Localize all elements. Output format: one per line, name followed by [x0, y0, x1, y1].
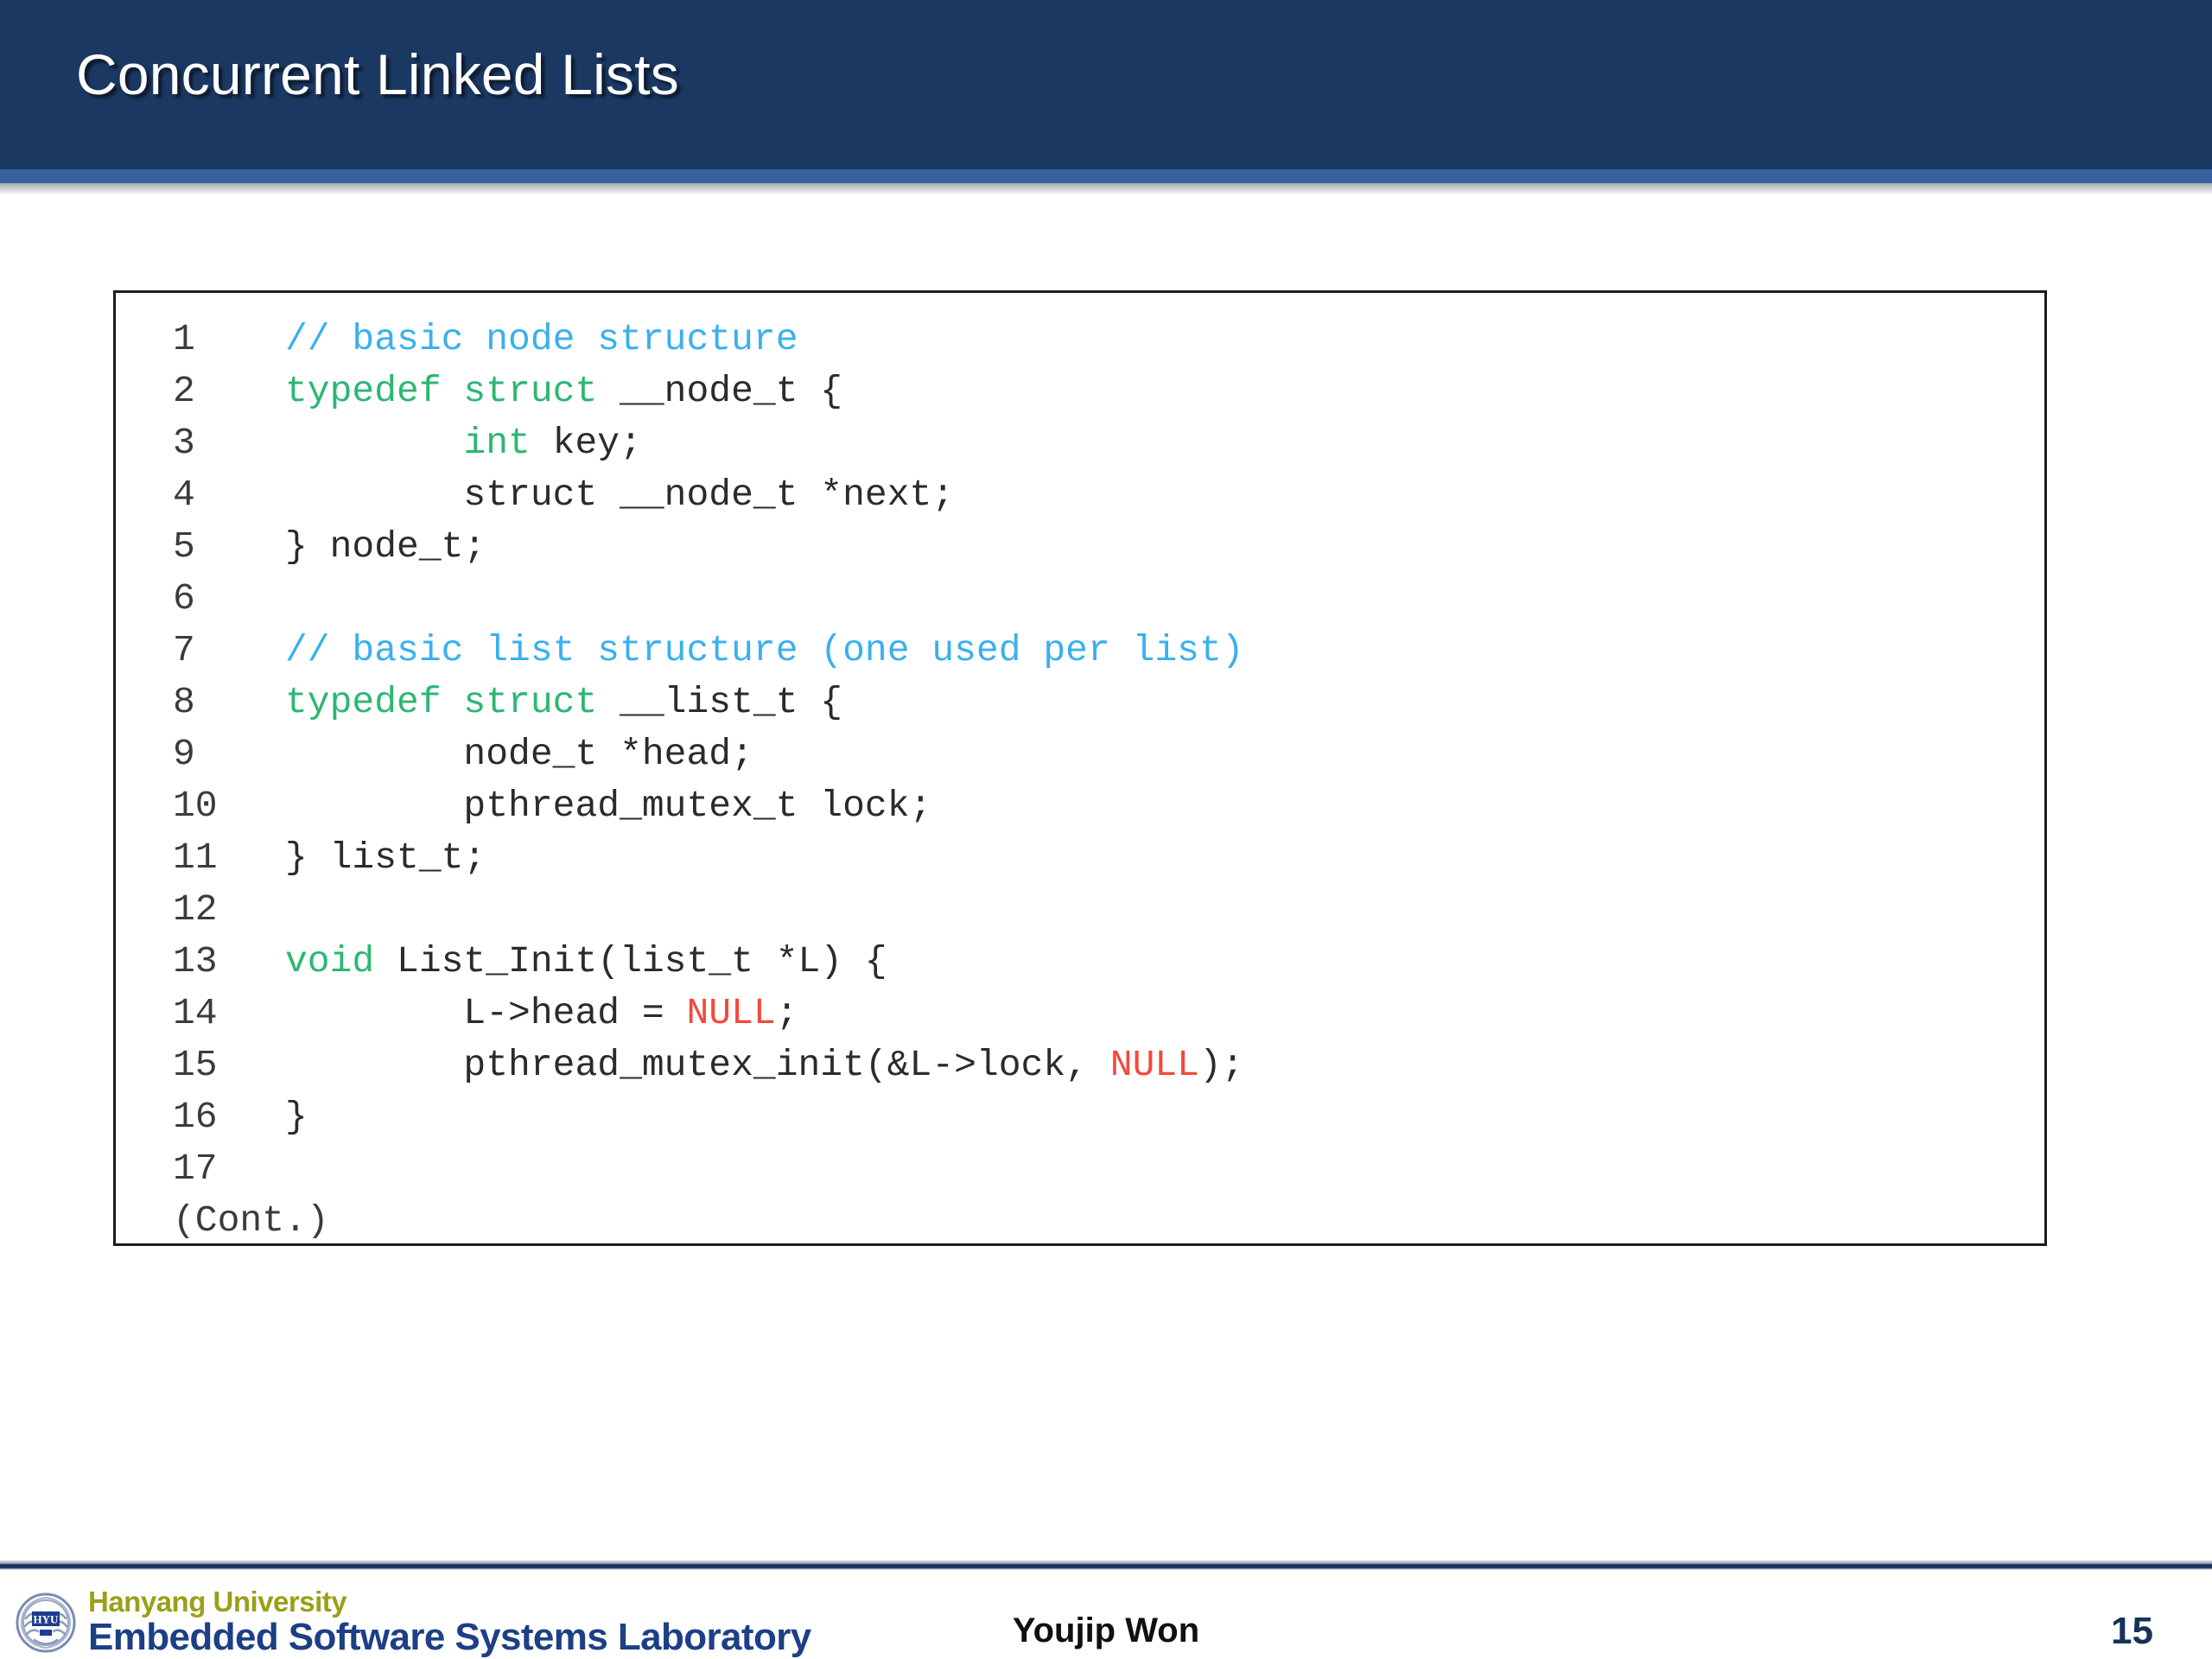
- code-token-keyword: typedef struct: [285, 681, 598, 723]
- code-line-text: struct __node_t *next;: [285, 469, 954, 521]
- code-token-plain: }: [285, 1096, 308, 1138]
- page-number: 15: [2111, 1610, 2153, 1652]
- code-line-number: 13: [173, 940, 218, 982]
- code-token-plain: node_t *head;: [285, 733, 753, 775]
- lab-logo-text: Hanyang University Embedded Software Sys…: [88, 1587, 811, 1658]
- code-token-null: NULL: [1109, 1044, 1199, 1086]
- code-line: 17: [116, 1143, 2044, 1195]
- code-line-text: pthread_mutex_t lock;: [285, 780, 931, 832]
- code-line-text: node_t *head;: [285, 728, 753, 780]
- code-token-plain: __list_t {: [597, 681, 843, 723]
- code-token-plain: );: [1198, 1044, 1244, 1086]
- code-token-plain: pthread_mutex_t lock;: [285, 785, 932, 827]
- laboratory-name: Embedded Software Systems Laboratory: [88, 1616, 811, 1658]
- code-line: 4 struct __node_t *next;: [116, 469, 2044, 521]
- code-line: 9 node_t *head;: [116, 728, 2044, 780]
- code-line-number: 3: [173, 422, 195, 464]
- code-token-plain: List_Init(list_t *L) {: [374, 940, 887, 982]
- code-line-number: (Cont.): [173, 1199, 329, 1242]
- code-line-text: // basic node structure: [285, 314, 798, 365]
- code-line: 16}: [116, 1091, 2044, 1143]
- code-line-number: 7: [173, 629, 195, 671]
- code-line: 13 void List_Init(list_t *L) {: [116, 936, 2044, 988]
- code-token-null: NULL: [686, 992, 776, 1034]
- code-token-plain: L->head =: [285, 992, 687, 1034]
- code-line: 15 pthread_mutex_init(&L->lock, NULL);: [116, 1039, 2044, 1091]
- code-line-number: 9: [173, 733, 195, 775]
- code-token-keyword: int: [463, 422, 531, 464]
- code-line-number: 4: [173, 474, 195, 516]
- lab-logo: HYU Hanyang University Embedded Software…: [14, 1587, 811, 1658]
- code-listing-box: 1 // basic node structure 2 typedef struct …: [113, 290, 2047, 1246]
- code-token-plain: struct __node_t *next;: [285, 474, 955, 516]
- slide-header-bar: Concurrent Linked Lists: [0, 0, 2212, 169]
- author-name: Youjip Won: [1012, 1611, 1200, 1649]
- code-line: 5 } node_t;: [116, 521, 2044, 573]
- code-token-plain: pthread_mutex_init(&L->lock,: [285, 1044, 1110, 1086]
- code-line-number: 14: [173, 992, 218, 1034]
- code-line: 3 int key;: [116, 417, 2044, 469]
- university-seal-icon: HYU: [14, 1591, 78, 1655]
- code-token-plain: } node_t;: [285, 525, 486, 568]
- header-accent-stripe: [0, 169, 2212, 183]
- code-line-number: 8: [173, 681, 195, 723]
- code-line-number: 6: [173, 577, 195, 620]
- code-token-plain: __node_t {: [597, 370, 843, 412]
- code-token-comment: // basic list structure (one used per li…: [285, 629, 1244, 671]
- code-line-number: 10: [173, 785, 218, 827]
- code-token-keyword: void: [285, 940, 375, 982]
- code-line: 1 // basic node structure: [116, 314, 2044, 365]
- code-line: 7 // basic list structure (one used per l…: [116, 625, 2044, 677]
- code-line: 8 typedef struct __list_t {: [116, 677, 2044, 728]
- footer-divider: [0, 1560, 2212, 1570]
- svg-text:HYU: HYU: [34, 1613, 60, 1626]
- code-line: (Cont.): [116, 1195, 2044, 1247]
- code-line-number: 1: [173, 318, 195, 360]
- code-line: 6: [116, 573, 2044, 625]
- header-drop-shadow: [0, 183, 2212, 195]
- university-name: Hanyang University: [88, 1586, 347, 1618]
- code-line-text: } node_t;: [285, 521, 486, 573]
- code-token-plain: [285, 422, 463, 464]
- code-line-number: 12: [173, 888, 218, 931]
- code-line: 12: [116, 884, 2044, 936]
- code-line-text: pthread_mutex_init(&L->lock, NULL);: [285, 1039, 1244, 1091]
- code-line-text: int key;: [285, 417, 642, 469]
- code-line-number: 2: [173, 370, 195, 412]
- code-line-text: // basic list structure (one used per li…: [285, 625, 1244, 677]
- code-line-text: }: [285, 1091, 308, 1143]
- code-line: 10 pthread_mutex_t lock;: [116, 780, 2044, 832]
- code-token-plain: } list_t;: [285, 836, 486, 879]
- page-title: Concurrent Linked Lists: [76, 42, 679, 106]
- code-line-number: 17: [173, 1147, 218, 1190]
- code-line-number: 11: [173, 836, 218, 879]
- code-token-comment: // basic node structure: [285, 318, 798, 360]
- code-token-plain: ;: [775, 992, 798, 1034]
- code-line-text: typedef struct __node_t {: [285, 365, 842, 417]
- code-line-number: 16: [173, 1096, 218, 1138]
- code-line-number: 15: [173, 1044, 218, 1086]
- code-line-text: void List_Init(list_t *L) {: [285, 936, 887, 988]
- code-line: 11 } list_t;: [116, 832, 2044, 884]
- code-listing: 1 // basic node structure 2 typedef struct …: [116, 293, 2044, 1247]
- code-line-text: typedef struct __list_t {: [285, 677, 842, 728]
- code-token-plain: key;: [530, 422, 642, 464]
- code-line-text: L->head = NULL;: [285, 988, 798, 1039]
- code-line-number: 5: [173, 525, 195, 568]
- slide-footer: HYU Hanyang University Embedded Software…: [0, 1570, 2212, 1659]
- code-line: 2 typedef struct __node_t {: [116, 365, 2044, 417]
- code-token-keyword: typedef struct: [285, 370, 598, 412]
- code-line-text: } list_t;: [285, 832, 486, 884]
- code-line: 14 L->head = NULL;: [116, 988, 2044, 1039]
